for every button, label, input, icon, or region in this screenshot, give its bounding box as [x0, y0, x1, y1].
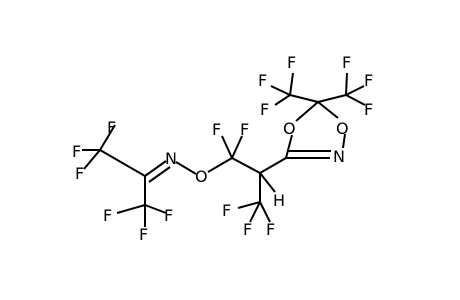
bond [148, 166, 171, 183]
bonds [82, 72, 366, 227]
bond [345, 94, 366, 106]
bond [99, 124, 116, 151]
atom-label: F [107, 118, 116, 137]
atom-label: F [75, 164, 84, 183]
bond [342, 133, 346, 149]
bond [175, 161, 197, 175]
bond [249, 201, 261, 223]
bond [317, 101, 339, 119]
atom-label: F [139, 225, 148, 244]
atom-label: F [364, 71, 373, 90]
bond [289, 94, 319, 103]
bond [345, 72, 348, 96]
bond [144, 160, 167, 177]
bond [270, 85, 291, 96]
atom-labels: F F F N O F F F F F F F H F F F O O N F … [72, 53, 373, 244]
atom-label: F [342, 53, 351, 72]
bond [221, 135, 233, 159]
bond [231, 135, 243, 159]
atom-label: F [260, 100, 269, 119]
atom-label: F [240, 120, 249, 139]
atom-label: F [364, 100, 373, 119]
bond [231, 157, 261, 174]
atom-label: F [212, 120, 221, 139]
atom-label: O [336, 119, 349, 138]
atom-label: F [72, 142, 81, 161]
atom-label: F [258, 71, 267, 90]
atom-label: F [243, 220, 252, 239]
bond [116, 204, 146, 214]
bond [259, 201, 271, 223]
bond [274, 94, 291, 106]
atom-label: F [103, 206, 112, 225]
atom-label: F [222, 201, 231, 220]
bond [285, 134, 293, 159]
atom-label: H [273, 191, 285, 210]
bond [295, 101, 319, 122]
atom-label: F [164, 206, 173, 225]
bond [99, 149, 146, 177]
bond [259, 172, 276, 193]
atom-label: N [333, 147, 345, 166]
bond [83, 149, 101, 170]
bond [317, 94, 347, 103]
bond [207, 157, 233, 173]
bond [259, 157, 287, 174]
atom-label: O [195, 167, 208, 186]
atom-label: O [283, 119, 296, 138]
bond [289, 72, 294, 96]
bond [237, 201, 261, 209]
atom-label: N [165, 149, 177, 168]
atom-label: F [287, 53, 296, 72]
atom-label: F [266, 220, 275, 239]
bond [345, 85, 365, 96]
bond [144, 204, 167, 214]
